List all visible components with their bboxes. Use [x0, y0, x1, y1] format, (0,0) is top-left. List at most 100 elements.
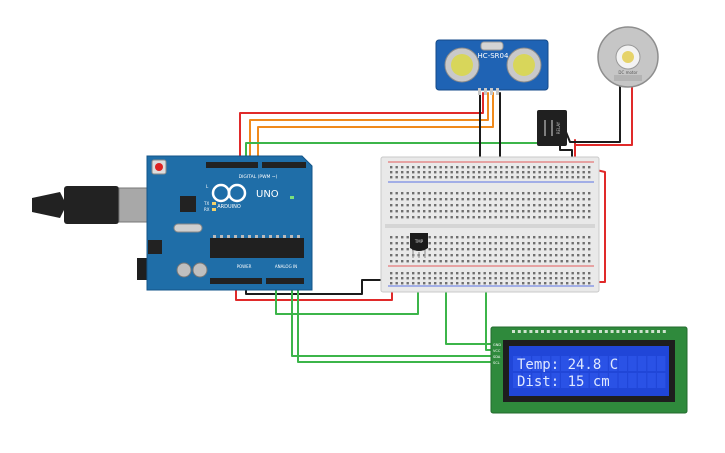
lcd-pad	[604, 330, 608, 333]
breadboard-hole	[423, 216, 426, 219]
wire-green-lcd-gnd[interactable]	[445, 282, 492, 345]
breadboard-hole	[467, 248, 470, 251]
breadboard-hole	[428, 210, 431, 213]
wire-red-motor[interactable]	[575, 84, 633, 146]
lcd-cell	[618, 373, 627, 388]
breadboard-hole	[390, 248, 393, 251]
breadboard-hole	[538, 171, 541, 174]
lcd-pad	[558, 330, 562, 333]
breadboard-hole	[478, 242, 481, 245]
led-tx	[212, 202, 216, 205]
lcd-cell	[609, 356, 618, 371]
breadboard-hole	[461, 210, 464, 213]
lcd-pad	[541, 330, 544, 333]
breadboard-hole	[456, 198, 459, 201]
breadboard-hole	[450, 282, 453, 285]
breadboard-hole	[390, 254, 393, 257]
breadboard-hole	[456, 192, 459, 195]
breadboard-hole	[555, 272, 558, 275]
wire-red-vcc-sensor[interactable]	[239, 92, 484, 164]
breadboard-hole	[500, 171, 503, 174]
lcd-pad	[535, 330, 539, 333]
breadboard-hole	[434, 216, 437, 219]
breadboard-hole	[522, 166, 525, 169]
breadboard-hole	[505, 248, 508, 251]
breadboard-hole	[406, 166, 409, 169]
lcd-pin-sda: SDA	[493, 355, 501, 359]
wire-black-motor[interactable]	[565, 84, 621, 143]
breadboard-hole	[467, 242, 470, 245]
lcd-pin-scl: SCL	[493, 361, 500, 365]
breadboard-hole	[527, 210, 530, 213]
breadboard-hole	[511, 242, 514, 245]
wire-green-lcd-sda[interactable]	[291, 277, 492, 357]
breadboard-hole	[538, 272, 541, 275]
breadboard-hole	[588, 198, 591, 201]
breadboard-hole	[588, 248, 591, 251]
breadboard-hole	[494, 272, 497, 275]
lcd-cell	[570, 356, 579, 371]
breadboard-hole	[483, 166, 486, 169]
breadboard-hole	[483, 272, 486, 275]
breadboard-hole	[428, 171, 431, 174]
breadboard-hole	[538, 216, 541, 219]
breadboard-hole	[406, 272, 409, 275]
breadboard-hole	[516, 242, 519, 245]
breadboard[interactable]	[380, 156, 600, 293]
breadboard-hole	[588, 260, 591, 263]
breadboard-hole	[538, 282, 541, 285]
relay-module[interactable]: RELAY	[537, 110, 567, 146]
ultrasonic-sensor[interactable]: HC-SR04	[435, 39, 549, 95]
breadboard-hole	[406, 216, 409, 219]
breadboard-hole	[533, 242, 536, 245]
breadboard-hole	[434, 171, 437, 174]
breadboard-hole	[461, 272, 464, 275]
breadboard-hole	[516, 166, 519, 169]
dc-motor[interactable]: DC motor	[597, 26, 659, 88]
breadboard-hole	[527, 216, 530, 219]
breadboard-hole	[494, 171, 497, 174]
breadboard-hole	[434, 210, 437, 213]
breadboard-hole	[390, 242, 393, 245]
breadboard-hole	[566, 176, 569, 179]
breadboard-hole	[522, 282, 525, 285]
breadboard-hole	[401, 192, 404, 195]
breadboard-hole	[390, 171, 393, 174]
digital-header-a	[206, 162, 258, 168]
breadboard-hole	[445, 260, 448, 263]
breadboard-hole	[478, 277, 481, 280]
breadboard-hole	[571, 272, 574, 275]
breadboard-hole	[511, 204, 514, 207]
breadboard-hole	[434, 277, 437, 280]
arduino-uno-board[interactable]: UNO ARDUINO DIGITAL (PWM ~) TX RX L POWE…	[32, 155, 313, 291]
breadboard-hole	[439, 166, 442, 169]
breadboard-hole	[445, 216, 448, 219]
breadboard-hole	[445, 192, 448, 195]
breadboard-hole	[439, 236, 442, 239]
breadboard-hole	[489, 282, 492, 285]
temperature-sensor[interactable]: TMP	[410, 233, 428, 258]
breadboard-hole	[544, 166, 547, 169]
lcd-display[interactable]: Temp: 24.8 C Dist: 15 cm GND VCC SDA SCL	[490, 326, 688, 414]
breadboard-hole	[390, 277, 393, 280]
breadboard-hole	[423, 282, 426, 285]
wire-green-lcd-scl[interactable]	[297, 277, 492, 363]
breadboard-hole	[538, 236, 541, 239]
breadboard-hole	[500, 210, 503, 213]
wire-orange-trig[interactable]	[249, 92, 489, 164]
breadboard-hole	[549, 272, 552, 275]
breadboard-hole	[472, 166, 475, 169]
breadboard-hole	[461, 282, 464, 285]
wire-green-lcd-vcc[interactable]	[485, 282, 492, 351]
breadboard-hole	[555, 204, 558, 207]
breadboard-hole	[566, 166, 569, 169]
tx-label: TX	[203, 201, 209, 206]
wire-orange-echo[interactable]	[257, 92, 494, 164]
breadboard-hole	[571, 260, 574, 263]
breadboard-hole	[582, 210, 585, 213]
breadboard-hole	[434, 198, 437, 201]
breadboard-hole	[412, 204, 415, 207]
breadboard-hole	[549, 277, 552, 280]
breadboard-hole	[566, 204, 569, 207]
breadboard-hole	[566, 282, 569, 285]
